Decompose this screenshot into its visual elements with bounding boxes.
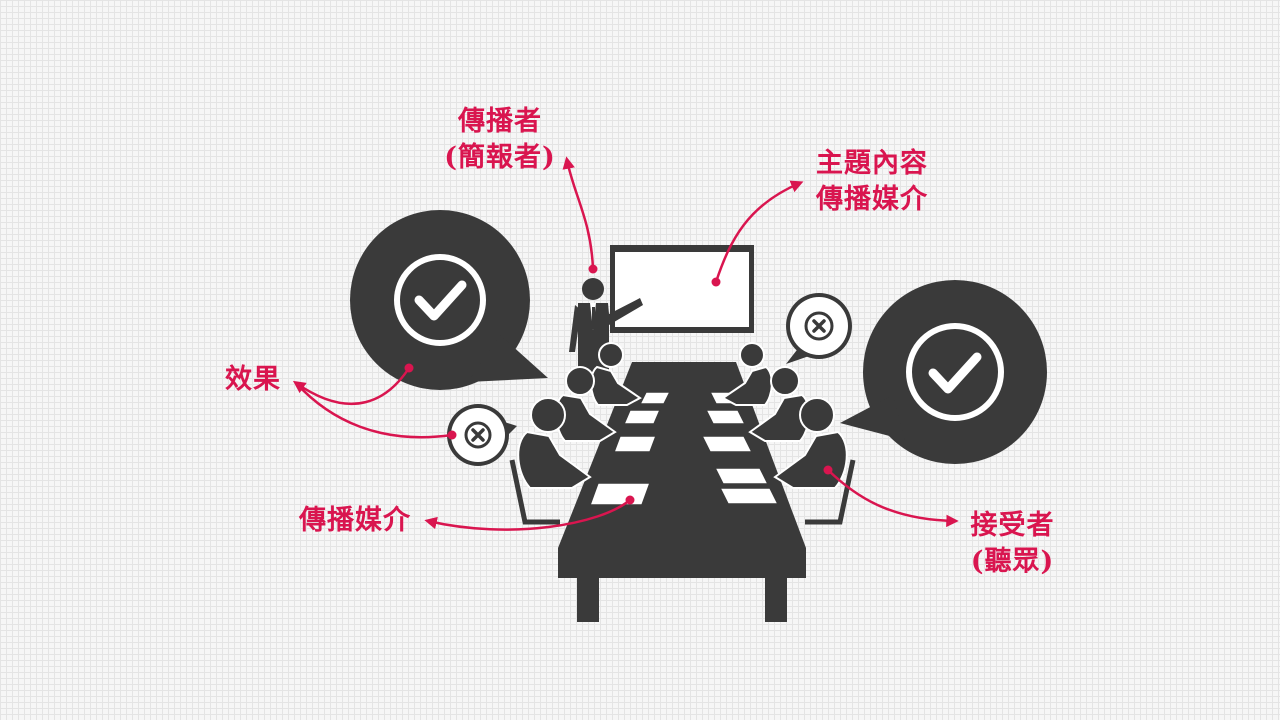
label-topic: 主題內容 傳播媒介 [802,146,942,218]
label-topic-line1: 主題內容 [802,146,942,182]
check-bubble-icon [350,210,548,390]
cross-bubble-icon [447,404,517,466]
label-media: 傳播媒介 [285,503,425,539]
whiteboard-icon [610,245,754,333]
connector-effect-lower [296,383,452,437]
label-communicator-line1: 傳播者 [430,104,570,140]
label-receiver-line1: 接受者 [955,508,1070,544]
label-effect: 效果 [215,362,291,398]
cross-bubble-icon [786,293,852,364]
label-receiver: 接受者 (聽眾) [955,508,1070,580]
connector-communicator [567,160,593,269]
label-receiver-line2: (聽眾) [955,544,1070,580]
label-communicator-line2: (簡報者) [430,140,570,176]
check-bubble-icon [840,280,1047,464]
label-communicator: 傳播者 (簡報者) [430,104,570,176]
label-topic-line2: 傳播媒介 [802,182,942,218]
